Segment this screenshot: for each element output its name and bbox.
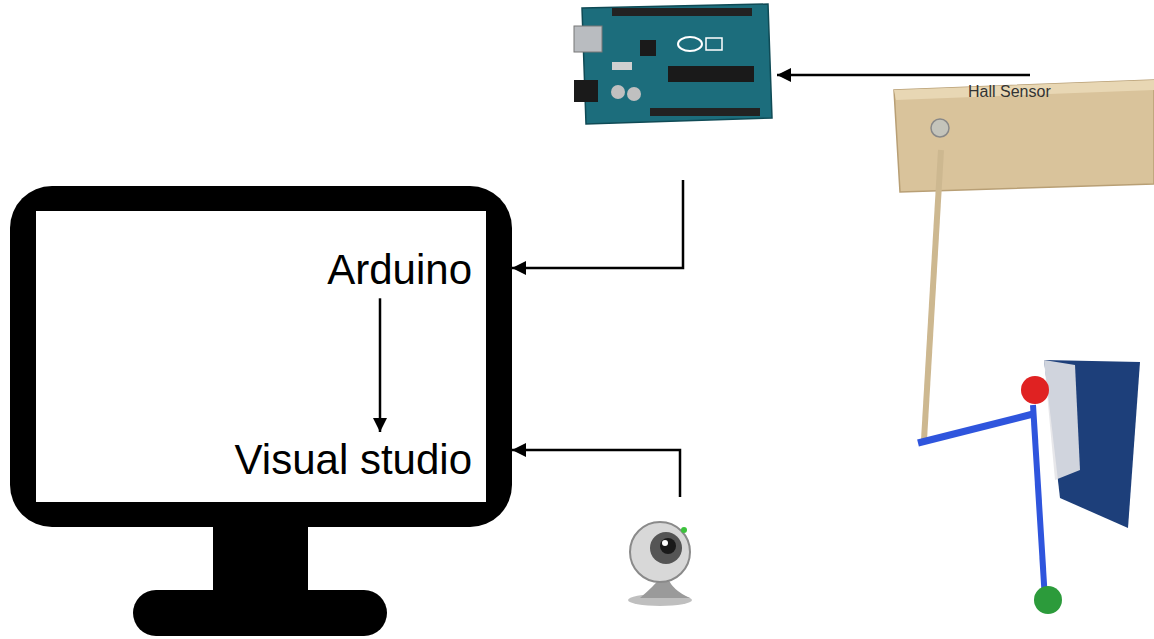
- usb-arrow: [512, 180, 683, 268]
- sensor-label: Hall Sensor: [968, 83, 1051, 101]
- node-text: Arduino: [327, 246, 472, 294]
- text-node: Arduino: [323, 244, 476, 296]
- flow-arrow: [379, 298, 382, 432]
- arduino-board: [574, 4, 772, 124]
- pendulum-rig: [894, 80, 1154, 614]
- text-node: Visual studio: [231, 434, 476, 486]
- webcam-icon: [628, 522, 692, 606]
- camera-arrow: [512, 450, 680, 497]
- signal-arrow: [777, 74, 1030, 77]
- monitor-icon: [10, 186, 512, 636]
- node-text: Visual studio: [235, 436, 472, 484]
